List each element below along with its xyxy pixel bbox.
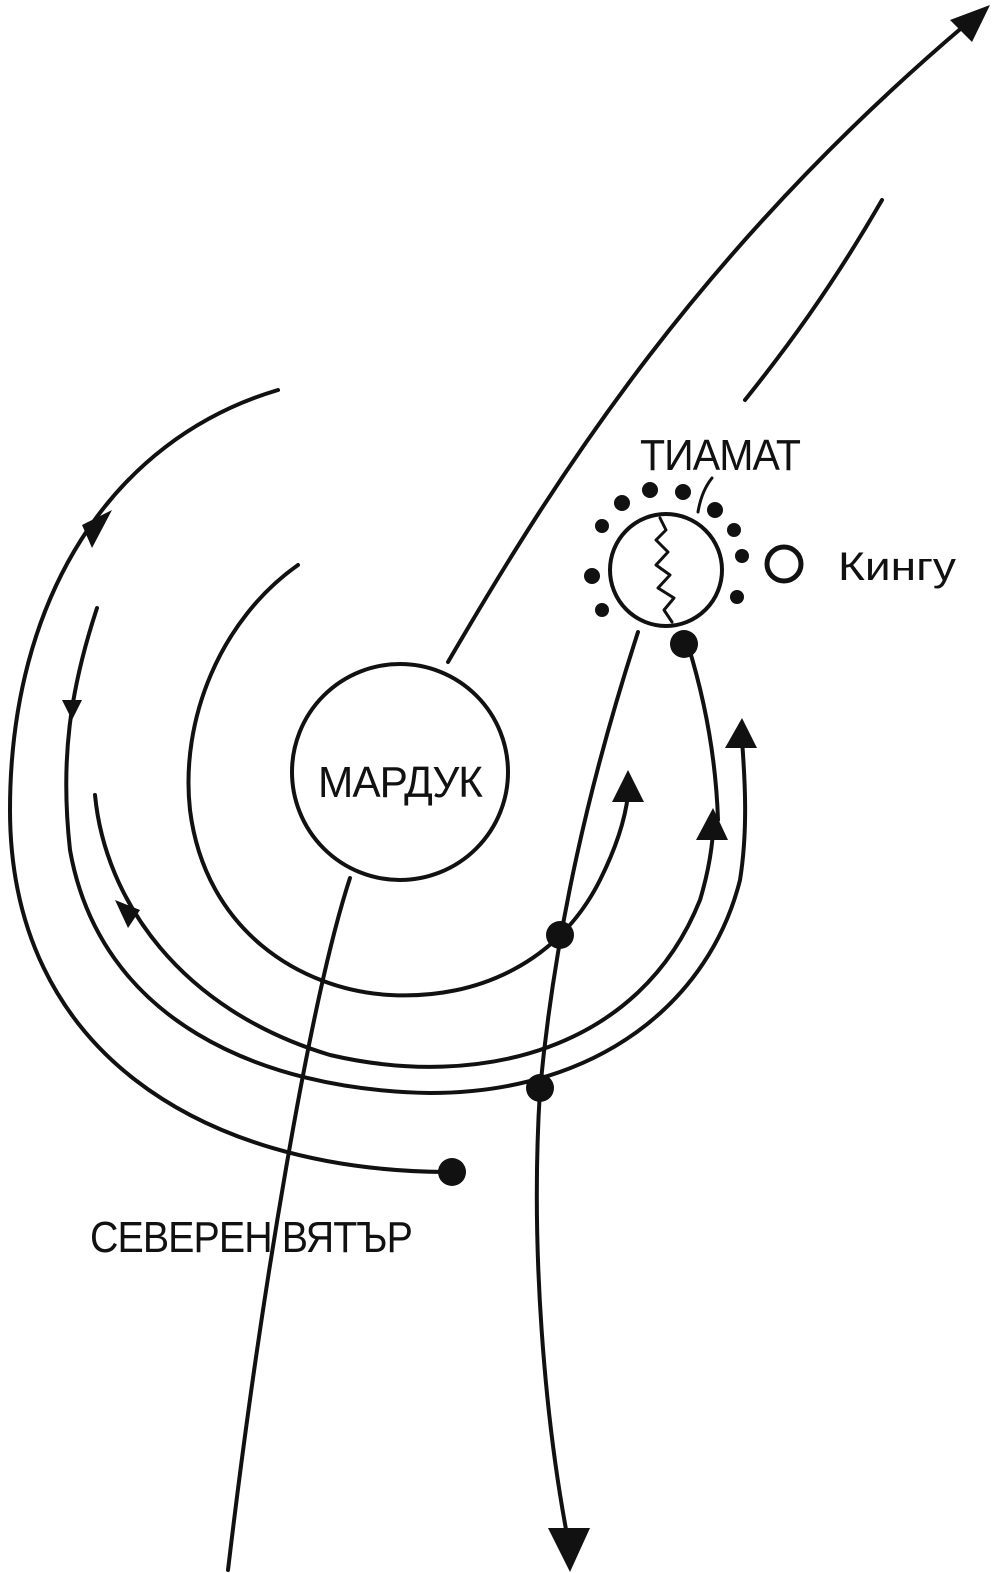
north-wind-label: СЕВЕРЕН ВЯТЪР [90,1213,412,1262]
tiamat-contact-dot [670,630,698,658]
tiamat-planet [608,512,724,628]
satellite-dot [727,523,741,537]
tiamat-approach-line [743,198,884,402]
marduk-trajectory-out [446,23,967,664]
satellite-dot [595,519,609,533]
tiamat-label-pointer [696,476,714,514]
second-orbit-arc [64,606,748,1095]
third-orbit-arrow-left [115,900,140,928]
second-orbit-arrow-right [725,718,757,748]
outer-orbit-arrow [82,510,112,548]
north-wind-line [226,876,352,1572]
second-orbit-arrow-left [62,700,82,720]
tiamat-split-line [654,516,676,624]
outer-orbit-end-dot [438,1158,466,1186]
tiamat-orbit-path [686,643,720,822]
kingu-label: Кингу [838,545,956,589]
marduk-planet [290,662,510,882]
satellite-dot [614,495,630,511]
arrowhead-top-right [950,5,990,42]
satellite-dot [735,549,749,563]
satellite-dot [675,484,691,500]
satellite-dot [642,482,658,498]
intersection-dot-upper [546,921,574,949]
outer-orbit-arc [8,388,447,1174]
tiamat-satellites [584,482,749,617]
kingu-moon [764,544,804,584]
satellite-dot [595,603,609,617]
satellite-dot [730,590,744,604]
inner-orbit-arrow [612,770,644,802]
arrowhead-bottom [548,1528,590,1572]
third-orbit-arc [93,793,716,1069]
third-orbit-arrow-right [696,808,728,840]
intersection-dot-lower [526,1074,554,1102]
satellite-dot [584,568,600,584]
inner-orbit-arc [186,563,630,998]
tiamat-label: ТИАМАТ [640,431,800,480]
satellite-dot [707,502,723,518]
marduk-label: МАРДУК [318,758,483,807]
